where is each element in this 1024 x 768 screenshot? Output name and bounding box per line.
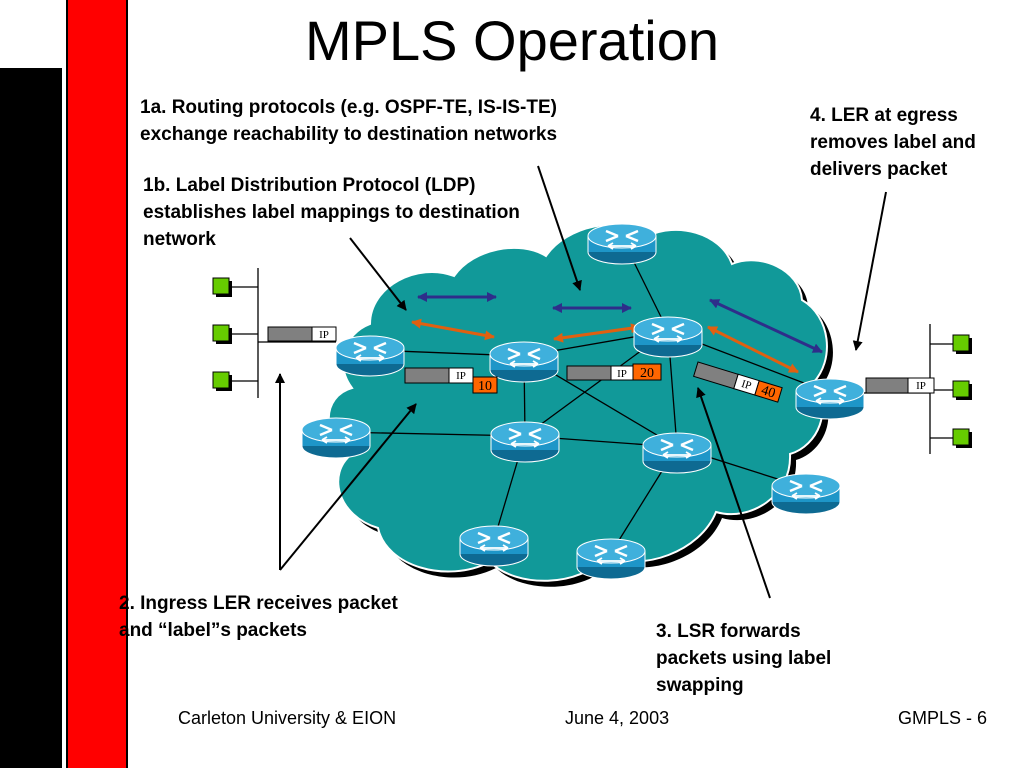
routing-exchange-arrows	[417, 292, 823, 354]
router-icon	[770, 472, 842, 516]
note-ldp: 1b. Label Distribution Protocol (LDP) es…	[143, 175, 520, 250]
packet-ip-text: IP	[456, 370, 466, 382]
packet-ip-text: IP	[740, 378, 753, 392]
note-routing-protocols: 1a. Routing protocols (e.g. OSPF-TE, IS-…	[140, 97, 558, 145]
footer-date: June 4, 2003	[565, 708, 670, 728]
router-icon	[334, 334, 406, 378]
mpls-label-value: 10	[478, 379, 492, 394]
black-side-bar	[0, 68, 62, 768]
router-icon	[488, 340, 560, 384]
host-icon	[952, 428, 973, 449]
packet-ingress: IP	[267, 326, 337, 342]
footer-page-number: GMPLS - 6	[898, 708, 988, 728]
packet-labeled-10: IP 10	[404, 367, 498, 394]
slide-title: MPLS Operation	[305, 9, 719, 72]
packet-labeled-20: IP 20	[566, 363, 662, 381]
router-icon	[586, 222, 658, 266]
router-icon	[632, 315, 704, 359]
note-ingress-ler: 2. Ingress LER receives packet and “labe…	[119, 593, 398, 641]
router-icon	[458, 524, 530, 568]
router-icon	[300, 416, 372, 460]
host-icon	[952, 334, 973, 355]
note-egress-ler: 4. LER at egress removes label and deliv…	[810, 105, 976, 180]
mpls-label-value: 40	[759, 383, 777, 401]
router-icon	[794, 377, 866, 421]
host-icon	[212, 324, 233, 345]
packet-ip-text: IP	[319, 329, 329, 341]
packet-labeled-40: IP 40	[692, 361, 783, 403]
host-icon	[212, 277, 233, 298]
host-icon	[212, 371, 233, 392]
network-cloud	[327, 223, 828, 582]
router-icon	[489, 420, 561, 464]
packet-ip-text: IP	[617, 368, 627, 380]
packet-egress: IP	[865, 377, 935, 394]
mpls-label-value: 20	[640, 366, 654, 381]
red-side-bar	[66, 0, 128, 768]
packet-ip-text: IP	[916, 380, 926, 392]
host-icon	[952, 380, 973, 401]
router-icon	[575, 537, 647, 581]
router-icon	[641, 431, 713, 475]
ldp-label-arrows	[411, 318, 799, 374]
callout-arrows	[275, 165, 887, 599]
footer-organization: Carleton University & EION	[178, 708, 397, 728]
note-lsr-forwarding: 3. LSR forwards packets using label swap…	[656, 621, 832, 696]
